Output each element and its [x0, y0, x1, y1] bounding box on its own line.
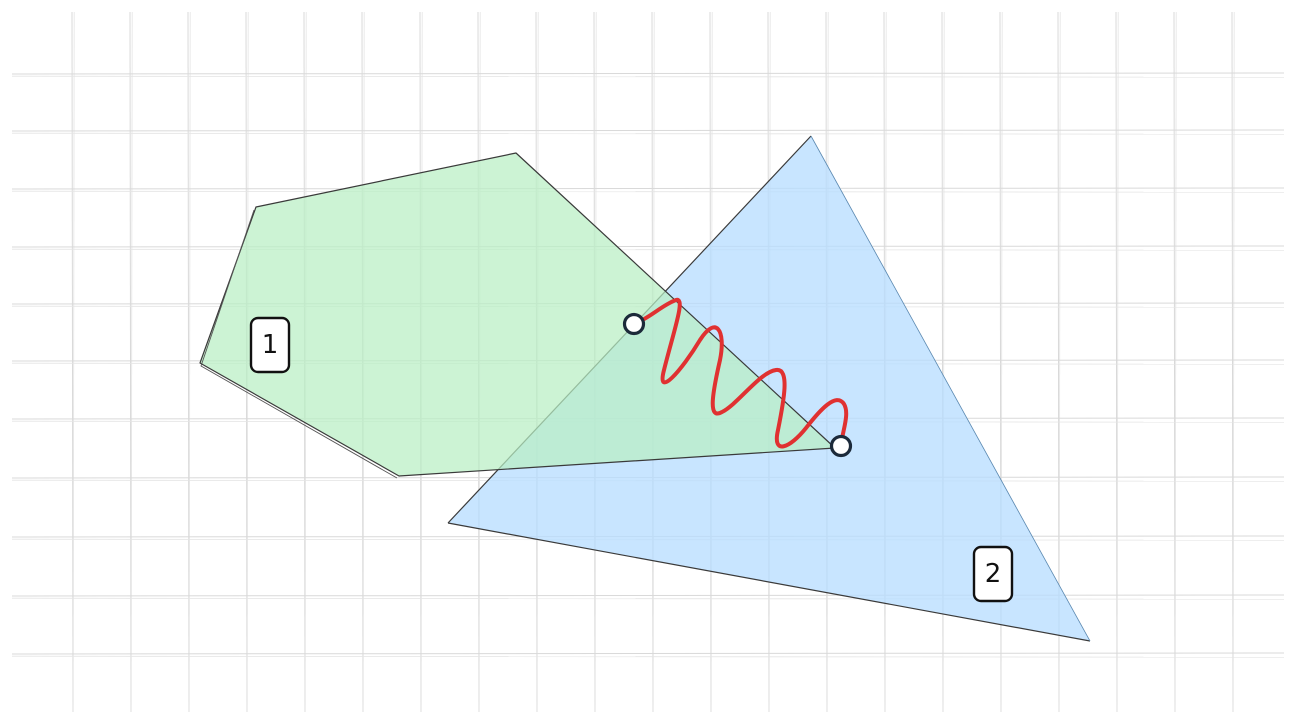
grid-horizontal-line: [11, 72, 1285, 75]
grid-vertical-line: [71, 11, 74, 713]
grid-horizontal-line: [11, 245, 1285, 248]
grid-vertical-line: [129, 11, 132, 713]
grid-vertical-line: [187, 11, 190, 713]
shape-1-outline: [199, 152, 836, 477]
grid-horizontal-line: [11, 187, 1285, 190]
grid-vertical-line: [1174, 11, 1177, 713]
spring-start-handle[interactable]: [622, 312, 646, 336]
spring-end-handle[interactable]: [829, 434, 853, 458]
grid-horizontal-line: [11, 75, 1285, 78]
grid-horizontal-line: [11, 655, 1285, 658]
grid-horizontal-line: [11, 190, 1285, 193]
grid-horizontal-line: [11, 129, 1285, 132]
grid-horizontal-line: [11, 594, 1285, 597]
shape-2-outline-right: [810, 135, 1091, 642]
grid-vertical-line: [1232, 11, 1235, 713]
grid-vertical-line: [1116, 11, 1119, 713]
grid-vertical-line: [130, 11, 133, 713]
grid-horizontal-line: [11, 248, 1285, 251]
label-1-box: [249, 316, 291, 374]
label-1-badge[interactable]: 1: [249, 316, 291, 374]
grid-vertical-line: [1115, 11, 1118, 713]
grid-horizontal-line: [11, 597, 1285, 600]
grid-horizontal-line: [11, 652, 1285, 655]
label-2-text: 2: [985, 559, 1002, 589]
label-2-box: [972, 545, 1014, 603]
label-1-text: 1: [262, 330, 279, 360]
label-2-badge[interactable]: 2: [972, 545, 1014, 603]
shape-1-hexagon[interactable]: [199, 152, 836, 479]
grid-vertical-line: [72, 11, 75, 713]
grid-vertical-line: [188, 11, 191, 713]
shape-1-outline-sketch: [200, 209, 398, 479]
spring-coil: [632, 297, 849, 449]
shape-1-fill: [200, 153, 835, 476]
grid-vertical-line: [1231, 11, 1234, 713]
grid-horizontal-line: [11, 132, 1285, 135]
shape-2-outline-bottom: [447, 522, 1091, 642]
grid-vertical-line: [1173, 11, 1176, 713]
spring-connector[interactable]: [622, 297, 853, 458]
